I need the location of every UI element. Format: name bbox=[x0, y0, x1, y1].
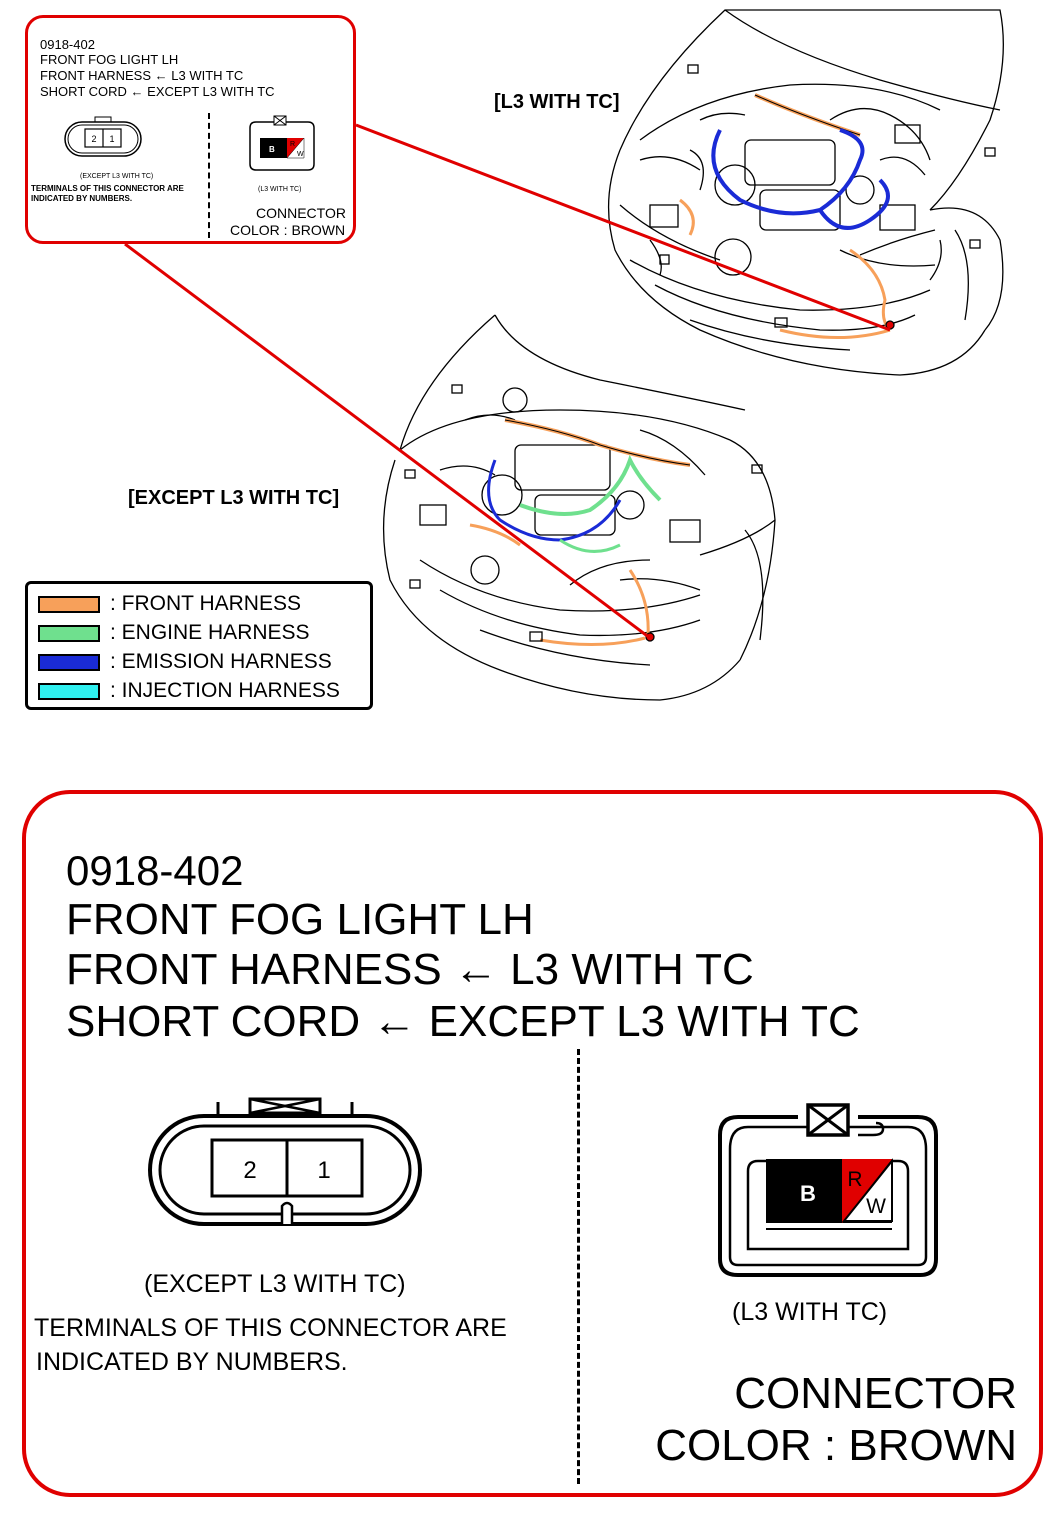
callout-divider bbox=[577, 1049, 580, 1484]
leader-line-except-l3-with-tc bbox=[124, 242, 651, 640]
svg-text:2: 2 bbox=[91, 134, 96, 144]
callout-divider bbox=[208, 113, 210, 238]
car-except-l3-with-tc bbox=[382, 314, 776, 701]
terminal-2: 2 bbox=[243, 1157, 256, 1184]
legend-item: : INJECTION HARNESS bbox=[38, 679, 340, 702]
connector-callout-small: 0918-402 FRONT FOG LIGHT LH FRONT HARNES… bbox=[25, 15, 356, 244]
legend-swatch bbox=[38, 653, 100, 671]
connector-name: FRONT FOG LIGHT LH bbox=[40, 52, 179, 67]
svg-text:B: B bbox=[269, 145, 275, 154]
terminal-r: R bbox=[847, 1168, 862, 1191]
harness-name: SHORT CORD bbox=[66, 997, 361, 1046]
engine-bay-illustrations bbox=[124, 9, 1004, 701]
svg-text:R: R bbox=[290, 141, 295, 148]
connector-color-label-2: COLOR : BROWN bbox=[230, 222, 346, 238]
legend-label: : INJECTION HARNESS bbox=[110, 679, 340, 702]
legend-item: : FRONT HARNESS bbox=[38, 592, 301, 615]
terminal-note-line-2: INDICATED BY NUMBERS. bbox=[31, 194, 133, 203]
right-variant-label: (L3 WITH TC) bbox=[258, 186, 302, 193]
terminal-b: B bbox=[800, 1181, 816, 1206]
connector-3pin-icon: B R W bbox=[249, 115, 315, 171]
terminal-1: 1 bbox=[317, 1157, 330, 1184]
connector-code: 0918-402 bbox=[66, 847, 244, 894]
connector-color-label-1: CONNECTOR bbox=[256, 205, 346, 221]
terminal-note-line-1: TERMINALS OF THIS CONNECTOR ARE bbox=[31, 184, 184, 193]
harness-line-2: SHORT CORD ← EXCEPT L3 WITH TC bbox=[40, 85, 275, 98]
arrow-left-icon: ← bbox=[372, 997, 417, 1046]
connector-color-label-1: CONNECTOR bbox=[734, 1369, 1017, 1418]
connector-color-label-2: COLOR : BROWN bbox=[655, 1421, 1017, 1470]
terminal-note-line-2: INDICATED BY NUMBERS. bbox=[36, 1348, 348, 1376]
terminal-w: W bbox=[866, 1195, 886, 1218]
connector-2pin-icon: 2 1 bbox=[148, 1097, 422, 1226]
view-label-l3-with-tc: [L3 WITH TC] bbox=[494, 91, 620, 113]
terminal-note-line-1: TERMINALS OF THIS CONNECTOR ARE bbox=[34, 1314, 507, 1342]
connector-3pin-icon: B R W bbox=[718, 1103, 938, 1277]
legend-label: : EMISSION HARNESS bbox=[110, 650, 332, 673]
harness-name: FRONT HARNESS bbox=[66, 945, 442, 994]
harness-line-1: FRONT HARNESS ← L3 WITH TC bbox=[40, 69, 243, 82]
harness-condition: L3 WITH TC bbox=[510, 945, 754, 994]
arrow-left-icon: ← bbox=[453, 945, 498, 994]
left-variant-label: (EXCEPT L3 WITH TC) bbox=[144, 1270, 406, 1298]
legend-item: : EMISSION HARNESS bbox=[38, 650, 332, 673]
harness-line-2: SHORT CORD ← EXCEPT L3 WITH TC bbox=[66, 1000, 860, 1044]
legend-label: : FRONT HARNESS bbox=[110, 592, 301, 615]
harness-name: FRONT HARNESS bbox=[40, 68, 151, 83]
legend-swatch bbox=[38, 682, 100, 700]
legend-swatch bbox=[38, 624, 100, 642]
legend-swatch bbox=[38, 595, 100, 613]
connector-name: FRONT FOG LIGHT LH bbox=[66, 895, 534, 944]
leader-line-l3-with-tc bbox=[355, 123, 891, 332]
harness-name: SHORT CORD bbox=[40, 84, 127, 99]
view-label-except-l3-with-tc: [EXCEPT L3 WITH TC] bbox=[128, 487, 340, 509]
harness-condition: EXCEPT L3 WITH TC bbox=[147, 84, 275, 99]
harness-line-1: FRONT HARNESS ← L3 WITH TC bbox=[66, 948, 754, 992]
harness-legend: : FRONT HARNESS : ENGINE HARNESS : EMISS… bbox=[25, 581, 373, 710]
connector-2pin-icon: 2 1 bbox=[64, 116, 142, 157]
svg-text:W: W bbox=[297, 151, 304, 158]
arrow-left-icon: ← bbox=[130, 84, 144, 99]
right-variant-label: (L3 WITH TC) bbox=[732, 1298, 888, 1326]
left-variant-label: (EXCEPT L3 WITH TC) bbox=[80, 173, 154, 180]
connector-code: 0918-402 bbox=[40, 37, 95, 52]
harness-condition: EXCEPT L3 WITH TC bbox=[428, 997, 860, 1046]
svg-text:1: 1 bbox=[109, 134, 114, 144]
harness-condition: L3 WITH TC bbox=[171, 68, 244, 83]
legend-label: : ENGINE HARNESS bbox=[110, 621, 310, 644]
car-l3-with-tc bbox=[607, 9, 1004, 376]
legend-item: : ENGINE HARNESS bbox=[38, 621, 310, 644]
arrow-left-icon: ← bbox=[154, 68, 168, 83]
connector-callout-large: 0918-402 FRONT FOG LIGHT LH FRONT HARNES… bbox=[22, 790, 1043, 1497]
